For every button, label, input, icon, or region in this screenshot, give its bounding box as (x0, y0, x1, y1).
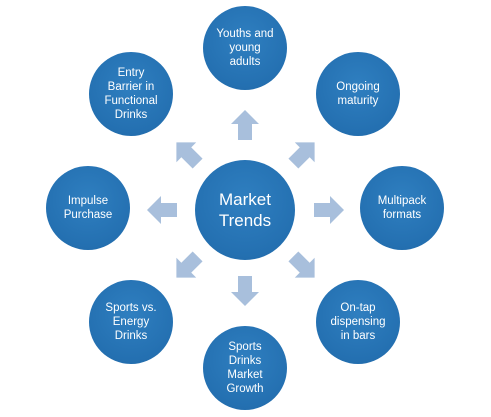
arrow-down-left-icon (176, 251, 203, 278)
arrow-right-icon (314, 196, 344, 224)
node-label: Entry Barrier in Functional Drinks (104, 67, 158, 121)
node-ongoing-maturity: Ongoing maturity (316, 52, 400, 136)
node-on-tap-dispensing: On-tap dispensing in bars (316, 280, 400, 364)
node-label: Ongoing maturity (336, 81, 380, 107)
arrow-left-icon (147, 196, 177, 224)
node-sports-drinks-growth: Sports Drinks Market Growth (203, 326, 287, 410)
node-entry-barrier: Entry Barrier in Functional Drinks (89, 52, 173, 136)
node-label: Sports Drinks Market Growth (226, 341, 264, 395)
node-youths-young-adults: Youths and young adults (203, 6, 287, 90)
center-node-label: Market Trends (218, 190, 272, 230)
node-sports-vs-energy: Sports vs. Energy Drinks (89, 280, 173, 364)
node-impulse-purchase: Impulse Purchase (46, 166, 130, 250)
arrow-up-left-icon (176, 142, 203, 169)
node-label: Sports vs. Energy Drinks (105, 302, 157, 342)
arrow-down-icon (231, 276, 259, 306)
arrow-down-right-icon (288, 251, 315, 278)
node-label: Multipack formats (377, 195, 427, 221)
node-label: Youths and young adults (216, 28, 274, 68)
node-label: On-tap dispensing in bars (330, 302, 386, 342)
center-node: Market Trends (195, 160, 295, 260)
node-label: Impulse Purchase (63, 195, 113, 221)
arrow-up-right-icon (288, 142, 315, 169)
node-multipack-formats: Multipack formats (360, 166, 444, 250)
arrow-up-icon (231, 110, 259, 140)
